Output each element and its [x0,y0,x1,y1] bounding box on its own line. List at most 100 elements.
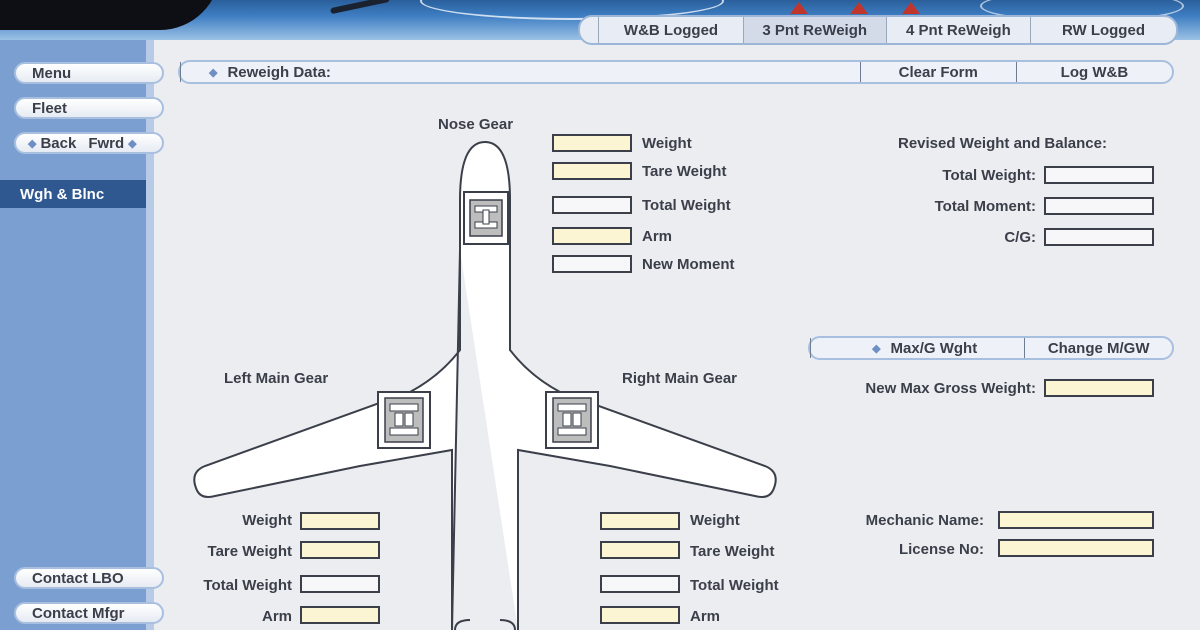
revised-total-moment-label: Total Moment: [934,198,1036,215]
nose-total-weight-input[interactable] [554,200,630,214]
revised-wb-title: Revised Weight and Balance: [898,135,1107,152]
aircraft-diagram [193,140,777,630]
sidebar-edge [146,40,154,630]
left-total-weight-field[interactable] [300,575,380,593]
right-total-weight-label: Total Weight [690,577,779,594]
nose-tare-weight-input[interactable] [554,166,630,180]
plane-icon [902,2,920,14]
right-tare-weight-field[interactable] [600,541,680,559]
fleet-button[interactable]: Fleet [14,97,164,119]
right-total-weight-input[interactable] [602,579,678,593]
aircraft-tail [454,619,516,630]
left-main-gear-icon[interactable] [377,391,431,449]
aircraft-outline [193,140,777,630]
change-mgw-button[interactable]: Change M/GW [1024,338,1172,358]
left-main-gear-label: Left Main Gear [224,370,329,387]
nose-weight-field[interactable] [552,134,632,152]
left-tare-weight-label: Tare Weight [207,543,292,560]
left-weight-input[interactable] [302,516,378,530]
back-arrow-icon[interactable]: ◆ [28,137,37,150]
logo [0,0,220,30]
right-arm-input[interactable] [602,610,678,624]
collapse-arrow-icon[interactable]: ◆ [209,66,218,79]
reweigh-data-bar: ◆ Reweigh Data: Clear Form Log W&B [178,60,1174,84]
right-weight-field[interactable] [600,512,680,530]
back-forward-button[interactable]: ◆ Back Fwrd ◆ [14,132,164,154]
right-arm-field[interactable] [600,606,680,624]
right-arm-label: Arm [690,608,721,625]
license-no-field[interactable] [998,539,1154,557]
new-max-gross-label: New Max Gross Weight: [865,380,1036,397]
nose-total-weight-field[interactable] [552,196,632,214]
contact-mfgr-button[interactable]: Contact Mfgr [14,602,164,624]
sidebar-item-wgh-blnc[interactable]: Wgh & Blnc [0,180,146,208]
contact-mfgr-label: Contact Mfgr [32,604,125,622]
nose-gear-label: Nose Gear [438,116,514,133]
left-arm-field[interactable] [300,606,380,624]
sidebar-item-label: Wgh & Blnc [20,185,105,203]
jet-graphic [330,0,390,15]
right-weight-input[interactable] [602,516,678,530]
revised-cg-input[interactable] [1046,232,1152,246]
right-total-weight-field[interactable] [600,575,680,593]
tab-4pnt-reweigh[interactable]: 4 Pnt ReWeigh [885,17,1030,43]
revised-total-weight-field[interactable] [1044,166,1154,184]
mechanic-name-label: Mechanic Name: [865,512,984,529]
nose-total-weight-label: Total Weight [642,197,731,214]
menu-button[interactable]: Menu [14,62,164,84]
forward-arrow-icon[interactable]: ◆ [128,137,137,150]
left-weight-field[interactable] [300,512,380,530]
reweigh-data-label: Reweigh Data: [227,63,331,81]
nose-new-moment-input[interactable] [554,259,630,273]
right-tare-weight-input[interactable] [602,545,678,559]
revised-total-weight-input[interactable] [1046,170,1152,184]
mechanic-name-input[interactable] [1000,515,1152,529]
mechanic-name-field[interactable] [998,511,1154,529]
tab-3pnt-reweigh[interactable]: 3 Pnt ReWeigh [742,17,886,43]
tab-wb-logged[interactable]: W&B Logged [598,17,742,43]
max-gross-weight-tab[interactable]: ◆ Max/G Wght [810,338,1024,358]
forward-label[interactable]: Fwrd [88,134,125,152]
left-total-weight-input[interactable] [302,579,378,593]
fleet-label: Fleet [32,99,68,117]
left-weight-label: Weight [242,512,292,529]
nose-weight-label: Weight [642,135,692,152]
left-tare-weight-input[interactable] [302,545,378,559]
license-no-input[interactable] [1000,543,1152,557]
clear-form-button[interactable]: Clear Form [859,62,1016,82]
nose-arm-label: Arm [642,228,673,245]
nose-weight-input[interactable] [554,138,630,152]
max-gross-weight-label: Max/G Wght [890,339,978,357]
nose-arm-field[interactable] [552,227,632,245]
back-label[interactable]: Back [40,134,77,152]
revised-total-moment-field[interactable] [1044,197,1154,215]
nose-tare-weight-field[interactable] [552,162,632,180]
top-tab-bar: W&B Logged 3 Pnt ReWeigh 4 Pnt ReWeigh R… [578,15,1178,45]
plane-icon [850,2,868,14]
contact-lbo-button[interactable]: Contact LBO [14,567,164,589]
collapse-arrow-icon[interactable]: ◆ [872,342,881,355]
revised-cg-label: C/G: [1004,229,1036,246]
revised-total-weight-label: Total Weight: [942,167,1036,184]
left-tare-weight-field[interactable] [300,541,380,559]
nose-gear-icon[interactable] [463,191,509,245]
new-max-gross-field[interactable] [1044,379,1154,397]
max-gross-bar: ◆ Max/G Wght Change M/GW [808,336,1174,360]
nose-new-moment-field[interactable] [552,255,632,273]
left-arm-input[interactable] [302,610,378,624]
revised-cg-field[interactable] [1044,228,1154,246]
right-tare-weight-label: Tare Weight [690,543,775,560]
nose-tare-weight-label: Tare Weight [642,163,727,180]
tab-rw-logged[interactable]: RW Logged [1029,17,1176,43]
new-max-gross-input[interactable] [1046,383,1152,397]
nose-new-moment-label: New Moment [642,256,735,273]
contact-lbo-label: Contact LBO [32,569,124,587]
nose-arm-input[interactable] [554,231,630,245]
right-weight-label: Weight [690,512,740,529]
menu-label: Menu [32,64,72,82]
plane-icon [790,2,808,14]
revised-total-moment-input[interactable] [1046,201,1152,215]
right-main-gear-icon[interactable] [545,391,599,449]
log-wb-button[interactable]: Log W&B [1015,62,1172,82]
left-arm-label: Arm [261,608,292,625]
